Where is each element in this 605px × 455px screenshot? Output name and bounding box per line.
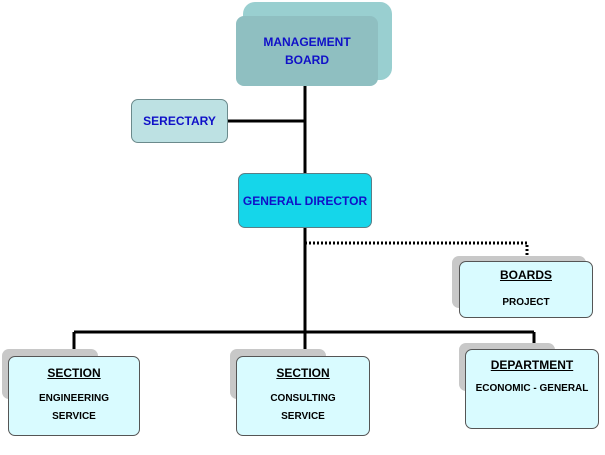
general-director-node: GENERAL DIRECTOR <box>238 173 372 228</box>
section-engineering-line1: ENGINEERING <box>38 393 109 404</box>
boards-title: BOARDS <box>499 267 552 282</box>
secretary-node: SERECTARY <box>131 99 228 143</box>
department-node: DEPARTMENT ECONOMIC - GENERAL <box>465 349 599 429</box>
boards-node: BOARDS PROJECT <box>459 261 593 318</box>
boards-subtitle: PROJECT <box>502 296 550 308</box>
department-title: DEPARTMENT <box>490 358 574 372</box>
general-director-label: GENERAL DIRECTOR <box>242 193 368 208</box>
section-consulting-title: SECTION <box>276 366 330 380</box>
section-engineering-line2: SERVICE <box>52 411 96 422</box>
section-engineering-node: SECTION ENGINEERING SERVICE <box>8 356 140 436</box>
management-board-node: MANAGEMENT BOARD <box>236 16 378 86</box>
management-board-label: MANAGEMENT BOARD <box>263 35 351 67</box>
department-subtitle: ECONOMIC - GENERAL <box>475 383 589 394</box>
section-consulting-line1: CONSULTING <box>270 393 336 404</box>
section-engineering-title: SECTION <box>47 366 101 380</box>
secretary-label: SERECTARY <box>143 114 216 128</box>
section-consulting-line2: SERVICE <box>281 411 325 422</box>
section-consulting-node: SECTION CONSULTING SERVICE <box>236 356 370 436</box>
connector-boards-dotted <box>305 241 529 256</box>
